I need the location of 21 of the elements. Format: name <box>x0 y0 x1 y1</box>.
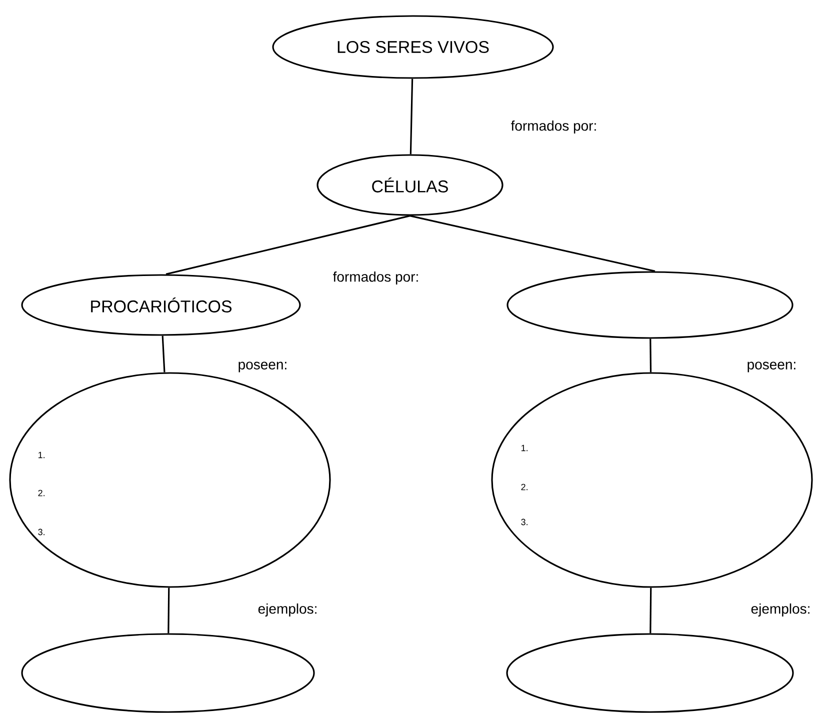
connector-line <box>168 588 170 634</box>
label: ejemplos: <box>258 603 316 617</box>
label: poseen: <box>238 362 286 372</box>
empty-oval <box>506 633 794 713</box>
connector-line <box>650 588 652 634</box>
connector-line <box>162 336 166 372</box>
label: poseen: <box>748 362 796 372</box>
oval-box: 1. 2. 3. <box>491 372 813 588</box>
connector-line <box>650 338 652 372</box>
oval-box: CÉLULAS <box>316 154 504 216</box>
empty-oval <box>506 271 794 339</box>
connector-line <box>410 78 414 154</box>
label: formados por: <box>333 271 418 285</box>
oval-box: PROCARIÓTICOS <box>21 274 301 336</box>
label: ejemplos: <box>751 603 810 617</box>
oval-box: LOS SERES VIVOS <box>272 15 554 79</box>
oval-box: 1. 2. 3. <box>9 372 331 588</box>
connector-line <box>410 215 656 272</box>
empty-oval <box>21 633 315 713</box>
label: formados por: <box>511 120 596 134</box>
connector-line <box>166 215 410 275</box>
